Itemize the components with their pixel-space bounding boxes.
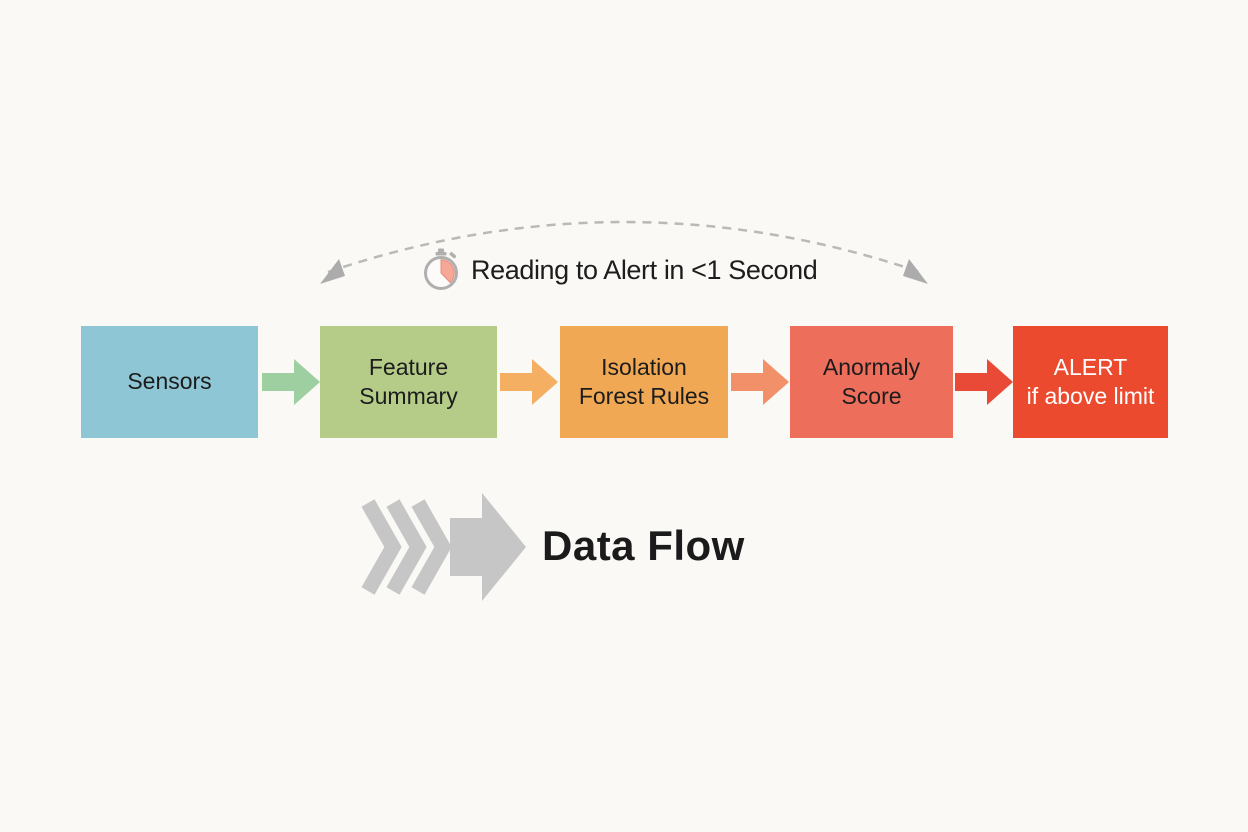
data-flow-label: Data Flow (542, 522, 745, 569)
chevron-icon (386, 499, 427, 595)
stage-label: ALERT if above limit (1027, 353, 1155, 412)
stage-label: Sensors (127, 367, 211, 396)
chevron-icon (411, 499, 452, 595)
stage-label-line: Summary (359, 383, 458, 409)
stage-sensors: Sensors (81, 326, 258, 438)
stopwatch-elapsed-wedge (440, 259, 455, 284)
stage-label: Isolation Forest Rules (579, 353, 709, 412)
stage-label: Anormaly Score (823, 353, 920, 412)
stage-label-line: Isolation (601, 353, 687, 380)
big-arrow-icon (450, 493, 526, 601)
stage-label-line: if above limit (1026, 383, 1155, 409)
stage-alert: ALERT if above limit (1013, 326, 1168, 438)
stopwatch-icon (424, 248, 458, 290)
stage-label-line: ALERT (1053, 353, 1128, 380)
timing-label: Reading to Alert in <1 Second (471, 255, 818, 285)
stage-label-line: Score (841, 383, 902, 409)
stage-label-line: Anormaly (822, 353, 921, 380)
timing-arc-path (327, 220, 921, 274)
arc-arrowhead-left-icon (320, 259, 345, 284)
stage-label-line: Sensors (127, 368, 212, 395)
stage-arrow-2-icon (500, 359, 558, 405)
chevron-icon (361, 499, 402, 595)
arc-arrowhead-right-icon (903, 259, 928, 284)
stage-label: Feature Summary (359, 353, 457, 412)
stage-label-line: Forest Rules (578, 383, 710, 409)
timing-arc (320, 220, 928, 284)
stage-label-line: Feature (368, 353, 449, 380)
stage-anomaly-score: Anormaly Score (790, 326, 953, 438)
data-flow-arrow-graphic (361, 493, 526, 601)
stage-isolation-forest-rules: Isolation Forest Rules (560, 326, 728, 438)
stage-arrow-3-icon (731, 359, 789, 405)
stage-arrow-4-icon (955, 359, 1013, 405)
stage-arrow-1-icon (262, 359, 320, 405)
stage-feature-summary: Feature Summary (320, 326, 497, 438)
